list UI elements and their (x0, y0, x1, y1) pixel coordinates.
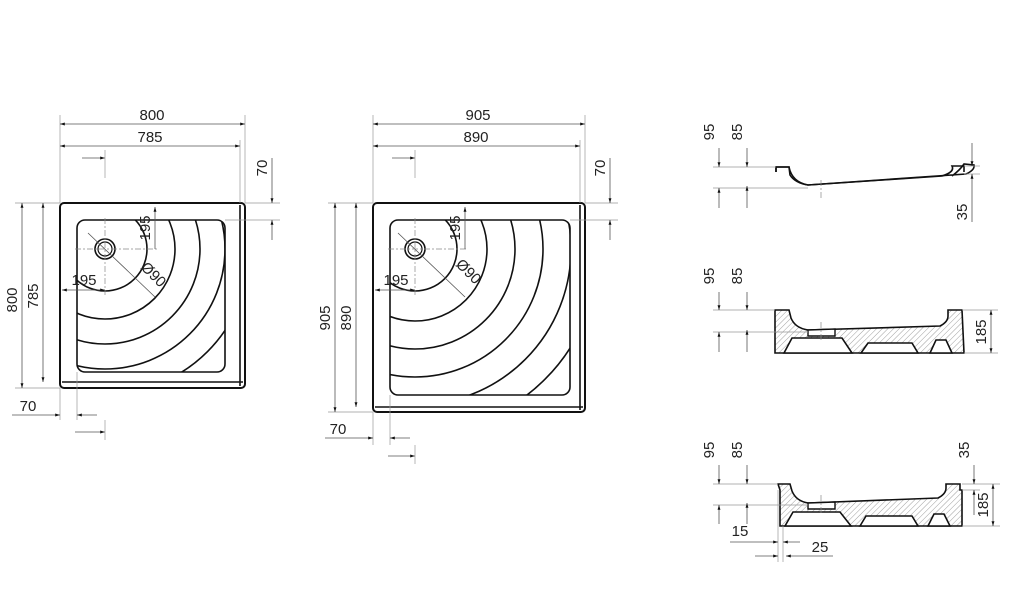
dim-rim-height: 35 (956, 442, 973, 459)
dim-depth-inner: 85 (729, 124, 746, 141)
dim-width-inner: 785 (137, 129, 162, 146)
tray-basin (389, 219, 571, 396)
dim-depth-outer: 95 (701, 268, 718, 285)
dim-rim-bottom: 70 (330, 421, 347, 438)
dim-height-outer: 905 (317, 305, 334, 330)
dim-drain-offset-x: 195 (383, 272, 408, 289)
dim-rim-right: 70 (254, 160, 271, 177)
dim-offset-15: 15 (732, 523, 749, 540)
plan-view-800: 800 785 800 785 70 70 195 195 Ø90 (4, 107, 280, 440)
section-view-2: 95 85 185 (701, 268, 998, 354)
section-view-1: 95 85 35 (701, 124, 980, 222)
dim-rim-bottom: 70 (20, 398, 37, 415)
dim-height-outer: 800 (4, 287, 21, 312)
dim-height-inner: 785 (25, 283, 42, 308)
dim-rim-right: 70 (592, 160, 609, 177)
dim-offset-25: 25 (812, 539, 829, 556)
dim-total-height: 185 (973, 319, 990, 344)
dim-drain-offset-y: 195 (447, 215, 464, 240)
tray-profile (775, 163, 975, 186)
dim-width-outer: 800 (139, 107, 164, 124)
dim-total-height: 185 (975, 492, 992, 517)
dim-depth-inner: 85 (729, 442, 746, 459)
dim-drain-offset-y: 195 (137, 215, 154, 240)
dim-depth-outer: 95 (701, 124, 718, 141)
dim-depth-outer: 95 (701, 442, 718, 459)
dim-drain-offset-x: 195 (71, 272, 96, 289)
dim-rim-height: 35 (954, 204, 971, 221)
dim-depth-inner: 85 (729, 268, 746, 285)
dim-width-outer: 905 (465, 107, 490, 124)
dim-width-inner: 890 (463, 129, 488, 146)
section-view-3: 95 85 15 25 35 185 (701, 442, 1000, 562)
tray-basin (76, 219, 226, 373)
dim-height-inner: 890 (338, 305, 355, 330)
tray-outline (372, 202, 586, 413)
plan-view-905: 905 890 905 890 70 70 195 195 Ø90 (317, 107, 618, 464)
